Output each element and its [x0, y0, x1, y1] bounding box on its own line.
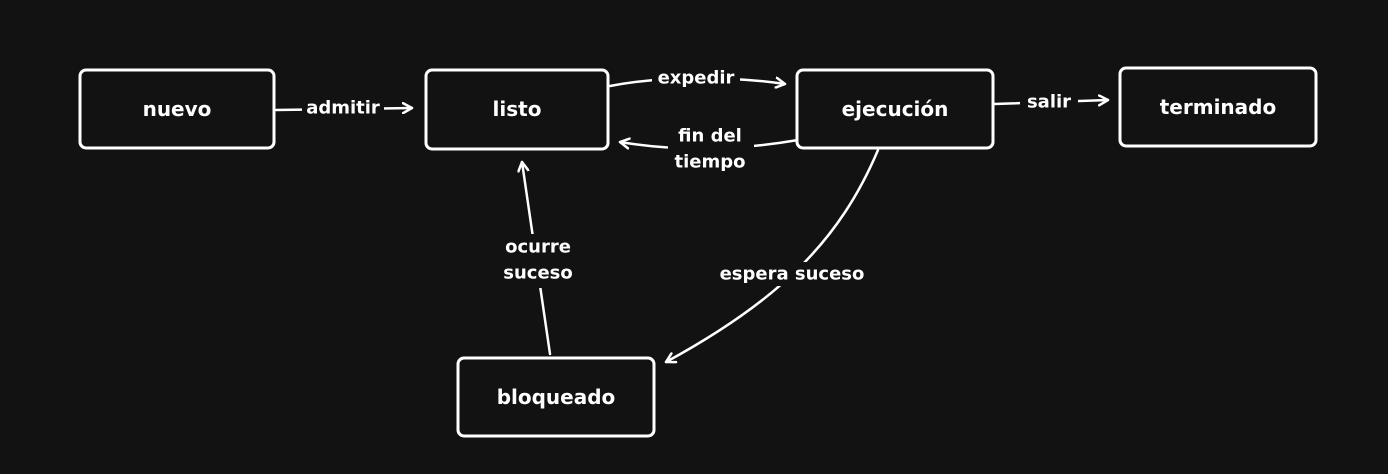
edge-ocurre-suceso-label-line1: ocurre	[505, 237, 571, 258]
edge-admitir-label-bg	[302, 96, 384, 120]
edge-espera-suceso: espera suceso	[664, 148, 880, 362]
node-ejecucion-box[interactable]	[795, 68, 995, 150]
node-ejecucion[interactable]: ejecución	[795, 68, 995, 150]
node-terminado-box[interactable]	[1118, 66, 1318, 148]
edge-ocurre-suceso-label-bg	[496, 234, 580, 288]
node-ejecucion-label: ejecución	[842, 97, 949, 121]
edge-expedir: expedir	[608, 66, 787, 90]
edge-salir-label: salir	[1027, 92, 1071, 113]
node-bloqueado-label: bloqueado	[497, 385, 616, 409]
node-bloqueado[interactable]: bloqueado	[456, 356, 656, 438]
edge-espera-suceso-label-bg	[716, 262, 868, 286]
node-terminado-label: terminado	[1160, 95, 1276, 119]
edge-fin-del-tiempo-label-bg	[668, 124, 754, 176]
edge-salir: salir	[992, 90, 1110, 114]
edge-salir-label-bg	[1020, 90, 1078, 114]
edge-expedir-label: expedir	[658, 68, 735, 89]
edge-fin-del-tiempo-label-line1: fin del	[678, 126, 742, 147]
node-bloqueado-box[interactable]	[456, 356, 656, 438]
edge-fin-del-tiempo: fin del tiempo	[618, 124, 800, 176]
edge-ocurre-suceso: ocurre suceso	[496, 160, 580, 356]
node-nuevo-box[interactable]	[78, 68, 276, 150]
node-listo[interactable]: listo	[424, 68, 610, 151]
node-listo-box[interactable]	[424, 68, 610, 151]
node-listo-label: listo	[493, 97, 542, 121]
edge-fin-del-tiempo-label-line2: tiempo	[675, 152, 746, 173]
edge-admitir: admitir	[274, 96, 414, 120]
edge-ocurre-suceso-label-line2: suceso	[503, 263, 573, 284]
node-nuevo-label: nuevo	[143, 97, 212, 121]
node-terminado[interactable]: terminado	[1118, 66, 1318, 148]
edge-espera-suceso-line	[664, 148, 880, 362]
edge-expedir-label-bg	[652, 66, 740, 90]
edge-admitir-label: admitir	[306, 98, 380, 119]
node-nuevo[interactable]: nuevo	[78, 68, 276, 150]
edge-espera-suceso-label: espera suceso	[720, 264, 865, 285]
